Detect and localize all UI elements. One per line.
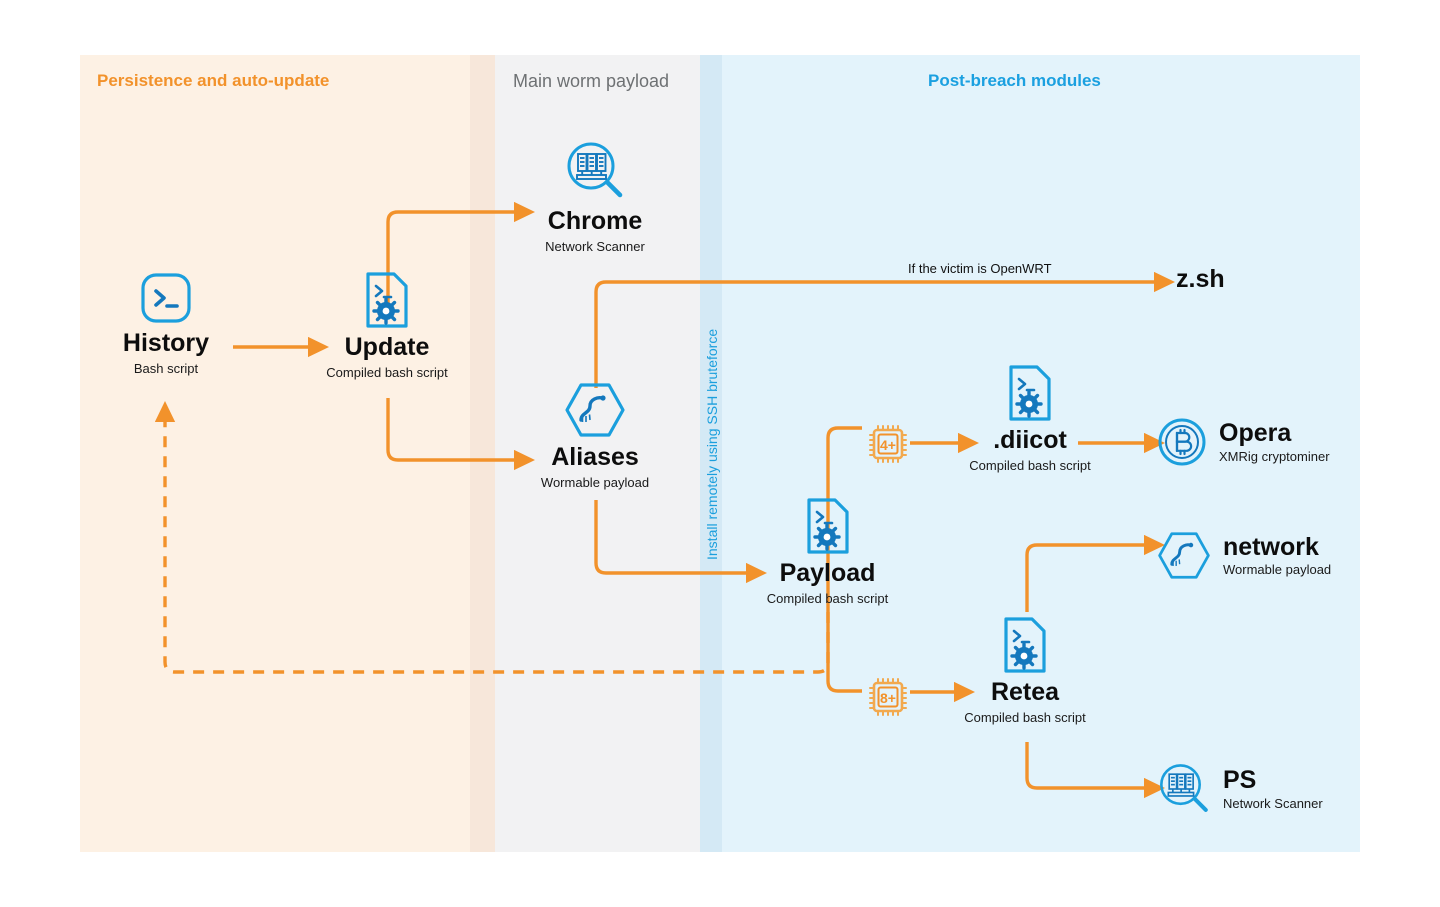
node-opera[interactable]: Opera XMRig cryptominer — [1157, 417, 1330, 467]
ssh-bruteforce-label: Install remotely using SSH bruteforce — [704, 328, 720, 560]
node-ps[interactable]: PS Network Scanner — [1157, 762, 1323, 816]
node-payload-subtitle: Compiled bash script — [766, 591, 889, 607]
bitcoin-coin-icon — [1157, 417, 1207, 467]
script-file-icon — [755, 498, 900, 554]
node-retea-subtitle: Compiled bash script — [964, 710, 1086, 726]
node-network-subtitle: Wormable payload — [1223, 562, 1332, 578]
band-title-persistence: Persistence and auto-update — [97, 71, 330, 90]
terminal-icon — [96, 272, 236, 324]
node-opera-subtitle: XMRig cryptominer — [1219, 448, 1330, 464]
node-payload[interactable]: Payload Compiled bash script — [755, 498, 900, 606]
node-update-subtitle: Compiled bash script — [326, 365, 448, 381]
script-file-icon — [955, 617, 1095, 673]
node-zsh-title: z.sh — [1176, 265, 1225, 293]
node-ps-title: PS — [1223, 766, 1257, 795]
cpu-chip-icon-8plus: 8+ — [866, 677, 910, 717]
node-diicot[interactable]: .diicot Compiled bash script — [960, 365, 1100, 473]
node-retea[interactable]: Retea Compiled bash script — [955, 617, 1095, 725]
node-history-subtitle: Bash script — [133, 361, 199, 377]
node-update-title: Update — [344, 333, 430, 361]
node-ps-subtitle: Network Scanner — [1223, 795, 1323, 811]
node-update[interactable]: Update Compiled bash script — [312, 272, 462, 380]
node-history[interactable]: History Bash script — [96, 272, 236, 376]
node-retea-title: Retea — [990, 678, 1060, 706]
worm-hexagon-icon — [1157, 531, 1211, 580]
worm-hexagon-icon — [520, 382, 670, 438]
chip-8-label: 8+ — [880, 690, 896, 706]
node-aliases-subtitle: Wormable payload — [540, 475, 650, 491]
edge-label-openwrt: If the victim is OpenWRT — [908, 261, 1052, 276]
node-aliases-title: Aliases — [551, 443, 639, 471]
node-opera-title: Opera — [1219, 419, 1292, 448]
network-scanner-icon — [520, 140, 670, 202]
band-title-main-worm-payload: Main worm payload — [513, 71, 670, 91]
node-chrome[interactable]: Chrome Network Scanner — [520, 140, 670, 254]
node-payload-title: Payload — [779, 559, 876, 587]
node-diicot-subtitle: Compiled bash script — [969, 458, 1091, 474]
network-scanner-icon — [1157, 762, 1211, 816]
node-zsh[interactable]: z.sh — [1176, 265, 1296, 293]
band-persistence-and-auto-update — [80, 55, 470, 852]
node-aliases[interactable]: Aliases Wormable payload — [520, 382, 670, 490]
node-chrome-subtitle: Network Scanner — [545, 239, 645, 255]
script-file-icon — [312, 272, 462, 328]
node-network-title: network — [1223, 532, 1319, 561]
cpu-chip-icon-4plus: 4+ — [866, 424, 910, 464]
band-title-post-breach-modules: Post-breach modules — [928, 71, 1101, 90]
node-history-title: History — [122, 329, 210, 357]
script-file-icon — [960, 365, 1100, 421]
node-chrome-title: Chrome — [547, 207, 643, 235]
node-network[interactable]: network Wormable payload — [1157, 531, 1331, 580]
band-persistence-edge — [470, 55, 495, 852]
chip-4-label: 4+ — [880, 437, 896, 453]
node-diicot-title: .diicot — [993, 426, 1067, 454]
